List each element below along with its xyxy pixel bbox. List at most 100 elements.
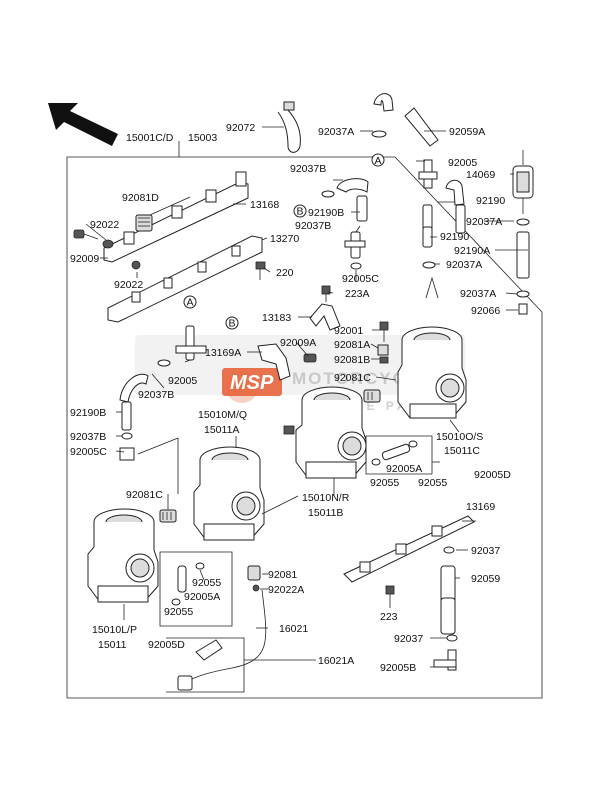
- ref-circle-b-top: B: [293, 204, 307, 218]
- throttle-link-rod-part: [343, 515, 475, 604]
- label-92190-1: 92190: [476, 195, 505, 207]
- vent-hose-part: [373, 93, 394, 112]
- label-15011: 15011: [98, 639, 127, 651]
- label-92022-1: 92022: [90, 219, 119, 231]
- label-220: 220: [276, 267, 294, 279]
- svg-text:B: B: [229, 318, 236, 330]
- label-13168: 13168: [250, 199, 279, 211]
- label-92037b-3: 92037B: [138, 389, 174, 401]
- screw-220-part: [255, 261, 266, 280]
- label-15010os: 15010O/S: [436, 431, 483, 443]
- watermark-badge: [222, 368, 282, 396]
- label-92081a: 92081A: [334, 339, 370, 351]
- svg-text:A: A: [187, 297, 194, 309]
- label-92037b-4: 92037B: [70, 431, 106, 443]
- label-92037a-2: 92037A: [466, 216, 502, 228]
- label-92022a: 92022A: [268, 584, 304, 596]
- label-92081b: 92081B: [334, 354, 370, 366]
- label-13183: 13183: [262, 312, 291, 324]
- label-223a: 223A: [345, 288, 370, 300]
- label-92081: 92081: [268, 569, 297, 581]
- fuel-rail-upper-part: [103, 171, 249, 263]
- label-92005c-2: 92005C: [70, 446, 107, 458]
- hose-clamp-part: [277, 101, 301, 153]
- label-92009a: 92009A: [280, 337, 316, 349]
- label-15010lp: 15010L/P: [92, 624, 137, 636]
- label-92037-2: 92037: [394, 633, 423, 645]
- label-92001: 92001: [334, 325, 363, 337]
- label-92005c-1: 92005C: [342, 273, 379, 285]
- watermark-text-main: MOTORCYCLE: [292, 369, 433, 388]
- part-number-labels: 92072 92037A 92059A 15001C/D 15003 92005…: [70, 122, 511, 674]
- label-92190-2: 92190: [440, 231, 469, 243]
- label-92190a: 92190A: [454, 245, 490, 257]
- label-15010nr: 15010N/R: [302, 492, 350, 504]
- carburetor-15010os-part: [397, 326, 467, 419]
- label-15011c: 15011C: [444, 445, 480, 457]
- fitting-box-right: [365, 435, 433, 475]
- label-16021: 16021: [279, 623, 308, 635]
- label-13169a: 13169A: [205, 347, 241, 359]
- spring-92081d-part: [135, 214, 153, 232]
- label-92055-3: 92055: [192, 577, 221, 589]
- fuel-filter-part: [512, 150, 534, 315]
- choke-cable-part: [177, 565, 267, 691]
- carburetor-15010mq-part: [193, 446, 265, 541]
- label-92081c-2: 92081C: [126, 489, 163, 501]
- fitting-box-left: [159, 551, 233, 627]
- label-92037b-2: 92037B: [295, 220, 331, 232]
- label-92005-1: 92005: [448, 157, 477, 169]
- label-92072: 92072: [226, 122, 255, 134]
- label-223: 223: [380, 611, 398, 623]
- label-92009: 92009: [70, 253, 99, 265]
- ref-circle-b-left: B: [225, 316, 239, 330]
- label-15001cd: 15001C/D: [126, 132, 174, 144]
- label-92005-2: 92005: [168, 375, 197, 387]
- label-15011b: 15011B: [308, 507, 343, 519]
- label-92005b: 92005B: [380, 662, 416, 674]
- fuel-rail-lower-part: [107, 235, 263, 323]
- label-92022-2: 92022: [114, 279, 143, 291]
- label-15011a: 15011A: [204, 424, 239, 436]
- carburetor-15010lp-part: [87, 508, 159, 603]
- label-92005d-1: 92005D: [474, 469, 511, 481]
- label-92059a: 92059A: [449, 126, 485, 138]
- label-92055-2: 92055: [418, 477, 447, 489]
- label-92081d: 92081D: [122, 192, 159, 204]
- svg-text:B: B: [297, 206, 304, 218]
- label-92081c-1: 92081C: [334, 372, 371, 384]
- label-92055-1: 92055: [370, 477, 399, 489]
- label-92059: 92059: [471, 573, 500, 585]
- label-15010mq: 15010M/Q: [198, 409, 247, 421]
- ref-circle-a-top: A: [371, 153, 385, 167]
- front-direction-arrow: [48, 103, 118, 146]
- label-14069: 14069: [466, 169, 495, 181]
- label-92005a-1: 92005A: [386, 463, 422, 475]
- t-joint-part: [418, 159, 438, 189]
- label-92190b-1: 92190B: [308, 207, 344, 219]
- label-15003: 15003: [188, 132, 217, 144]
- label-92190b-2: 92190B: [70, 407, 106, 419]
- spring-92081c-part: [159, 389, 381, 523]
- label-92037a-3: 92037A: [446, 259, 482, 271]
- label-92037-1: 92037: [471, 545, 500, 557]
- carburetor-15010nr-part: [283, 386, 367, 479]
- label-92066: 92066: [471, 305, 500, 317]
- leader-lines: [85, 126, 528, 668]
- label-16021a: 16021A: [318, 655, 354, 667]
- bracket-13183-part: [309, 285, 341, 331]
- label-92005d-2: 92005D: [148, 639, 185, 651]
- label-92055-4: 92055: [164, 606, 193, 618]
- label-92037a-4: 92037A: [460, 288, 496, 300]
- label-92005a-2: 92005A: [184, 591, 220, 603]
- screw-92009-part: [73, 229, 99, 240]
- label-13270: 13270: [270, 233, 299, 245]
- label-92037b-1: 92037B: [290, 163, 326, 175]
- svg-text:A: A: [375, 155, 382, 167]
- watermark-badge-text: MSP: [230, 372, 274, 394]
- ref-circle-a-left: A: [183, 295, 197, 309]
- label-13169: 13169: [466, 501, 495, 513]
- label-92037a-1: 92037A: [318, 126, 354, 138]
- assembly-frame: [66, 156, 543, 699]
